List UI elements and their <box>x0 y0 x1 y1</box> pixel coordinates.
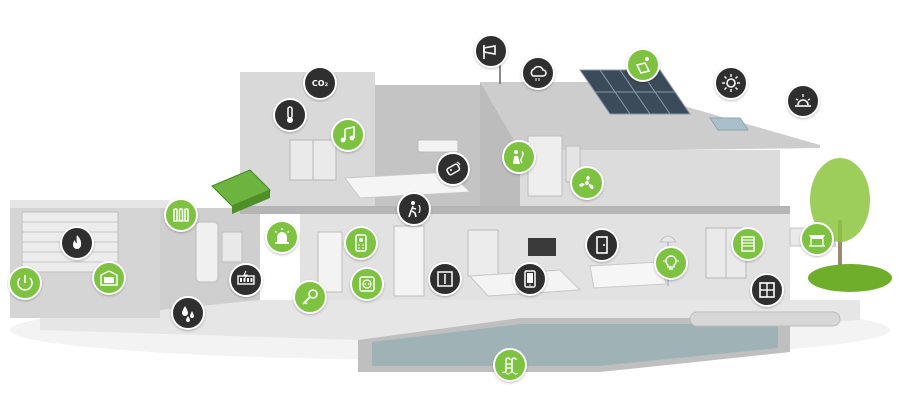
pool-water <box>372 324 778 366</box>
window-icon[interactable] <box>750 273 784 307</box>
air-conditioner <box>417 139 459 153</box>
television <box>528 238 556 256</box>
light-bulb-icon[interactable] <box>654 246 688 280</box>
key-access-icon[interactable] <box>293 280 327 314</box>
presence-motion-icon[interactable] <box>397 192 431 226</box>
power-socket-icon[interactable] <box>350 267 384 301</box>
weather-cloud-icon[interactable] <box>521 56 555 90</box>
door-contact-icon[interactable] <box>585 228 619 262</box>
tree-trunk <box>838 220 842 290</box>
skylight <box>709 117 749 131</box>
tree-canopy <box>810 158 870 242</box>
sun-brightness-icon[interactable] <box>714 66 748 100</box>
ev-charging-icon[interactable] <box>8 266 42 300</box>
electrical-panel <box>221 231 243 263</box>
roof-side-wall <box>480 82 520 212</box>
radiator-icon[interactable] <box>164 198 198 232</box>
energy-meter-icon[interactable] <box>229 263 263 297</box>
shower-heating-icon[interactable] <box>502 140 536 174</box>
interior-door <box>393 225 425 297</box>
water-heater <box>195 221 219 283</box>
light-switch-icon[interactable] <box>428 262 462 296</box>
water-drops-icon[interactable] <box>171 296 205 330</box>
floor-lamp <box>659 235 677 243</box>
music-note-icon[interactable] <box>331 118 365 152</box>
sofa <box>589 261 667 289</box>
tablet-icon[interactable] <box>513 262 547 296</box>
hedge <box>808 264 892 292</box>
main-roof <box>480 82 820 150</box>
alarm-siren-icon[interactable] <box>265 220 299 254</box>
co2-label: CO₂ <box>311 78 329 88</box>
remote-control-icon[interactable] <box>436 152 470 186</box>
thermometer-icon[interactable] <box>273 98 307 132</box>
wind-sensor-icon[interactable] <box>474 34 508 68</box>
shower-cabin <box>527 135 563 197</box>
intercom-icon[interactable] <box>344 226 378 260</box>
fire-icon[interactable] <box>60 226 94 260</box>
floor-slab <box>240 206 790 214</box>
entrance-door <box>317 231 343 293</box>
pool-ladder-icon[interactable] <box>493 348 527 382</box>
solar-panel-icon[interactable] <box>626 48 660 82</box>
ventilation-fan-icon[interactable] <box>570 166 604 200</box>
fridge <box>467 229 499 277</box>
garage-roof <box>10 200 170 208</box>
garage-door-icon[interactable] <box>92 261 126 295</box>
sunrise-icon[interactable] <box>786 84 820 118</box>
co2-sensor-icon[interactable]: CO₂ <box>303 66 337 100</box>
pool-cover-roller <box>689 311 841 327</box>
roller-shutter-icon[interactable] <box>731 227 765 261</box>
solar-panel-grid <box>595 69 675 115</box>
awning-icon[interactable] <box>800 222 834 256</box>
